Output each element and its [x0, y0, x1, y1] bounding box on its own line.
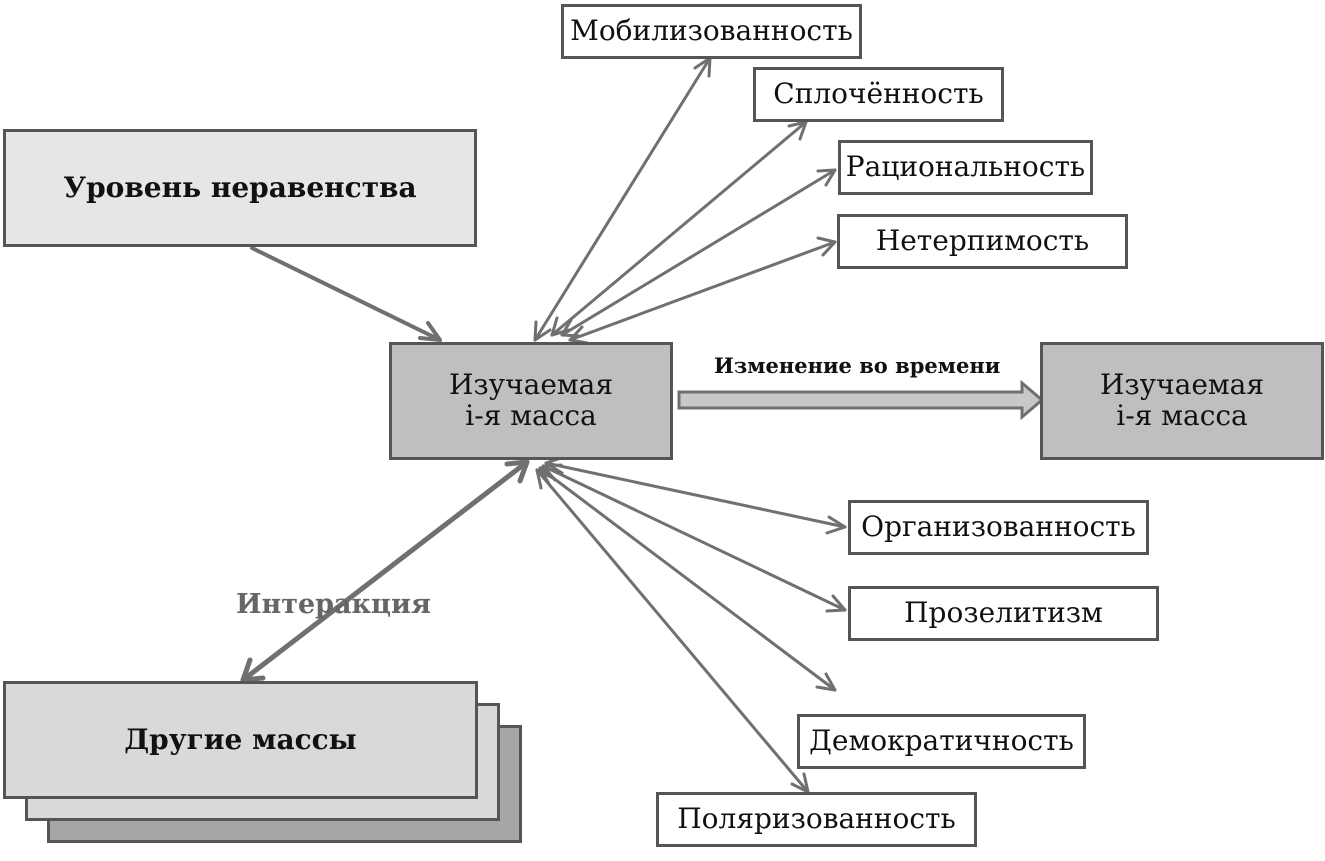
studied-mass-later-box: Изучаемая i-я масса [1040, 342, 1324, 460]
arrow-mass-organization [544, 455, 847, 535]
studied-mass-later-line1: Изучаемая [1099, 368, 1265, 402]
property-box-proselytism: Прозелитизм [848, 586, 1159, 641]
arrow-inequality-to-mass [250, 246, 442, 342]
property-label-organization: Организованность [861, 510, 1136, 544]
property-label-cohesion: Сплочённость [773, 77, 984, 111]
arrow-mass-intolerance [568, 236, 837, 345]
inequality-level-box: Уровень неравенства [3, 129, 477, 247]
arrow-mass-polarization [535, 468, 810, 794]
property-box-intolerance: Нетерпимость [837, 214, 1128, 269]
interaction-label: Интеракция [236, 589, 431, 620]
property-box-organization: Организованность [848, 500, 1149, 555]
property-label-intolerance: Нетерпимость [875, 224, 1090, 258]
property-box-rationality: Рациональность [838, 140, 1093, 195]
arrow-change-over-time [677, 379, 1045, 421]
studied-mass-box: Изучаемая i-я масса [389, 342, 673, 460]
arrow-mass-rationality [560, 168, 837, 338]
property-label-democracy: Демократичность [809, 724, 1074, 758]
property-label-proselytism: Прозелитизм [904, 596, 1103, 630]
other-masses-box: Другие массы [3, 681, 478, 799]
property-box-democracy: Демократичность [797, 714, 1086, 769]
property-box-polarization: Поляризованность [656, 792, 977, 847]
property-label-polarization: Поляризованность [677, 802, 956, 836]
studied-mass-line1: Изучаемая [448, 368, 614, 402]
arrow-mass-proselytism [541, 463, 847, 613]
property-label-mobilization: Мобилизованность [570, 14, 853, 48]
property-box-mobilization: Мобилизованность [561, 4, 862, 59]
studied-mass-later-line2: i-я масса [1116, 399, 1248, 432]
arrow-mass-cohesion [550, 120, 808, 337]
property-box-cohesion: Сплочённость [753, 67, 1004, 122]
property-label-rationality: Рациональность [845, 150, 1086, 184]
arrow-interaction [240, 459, 530, 683]
change-over-time-label: Изменение во времени [714, 353, 1001, 378]
other-masses-label: Другие массы [124, 722, 357, 756]
inequality-level-label: Уровень неравенства [63, 170, 417, 204]
arrow-mass-democracy [538, 466, 837, 692]
studied-mass-line2: i-я масса [465, 399, 597, 432]
